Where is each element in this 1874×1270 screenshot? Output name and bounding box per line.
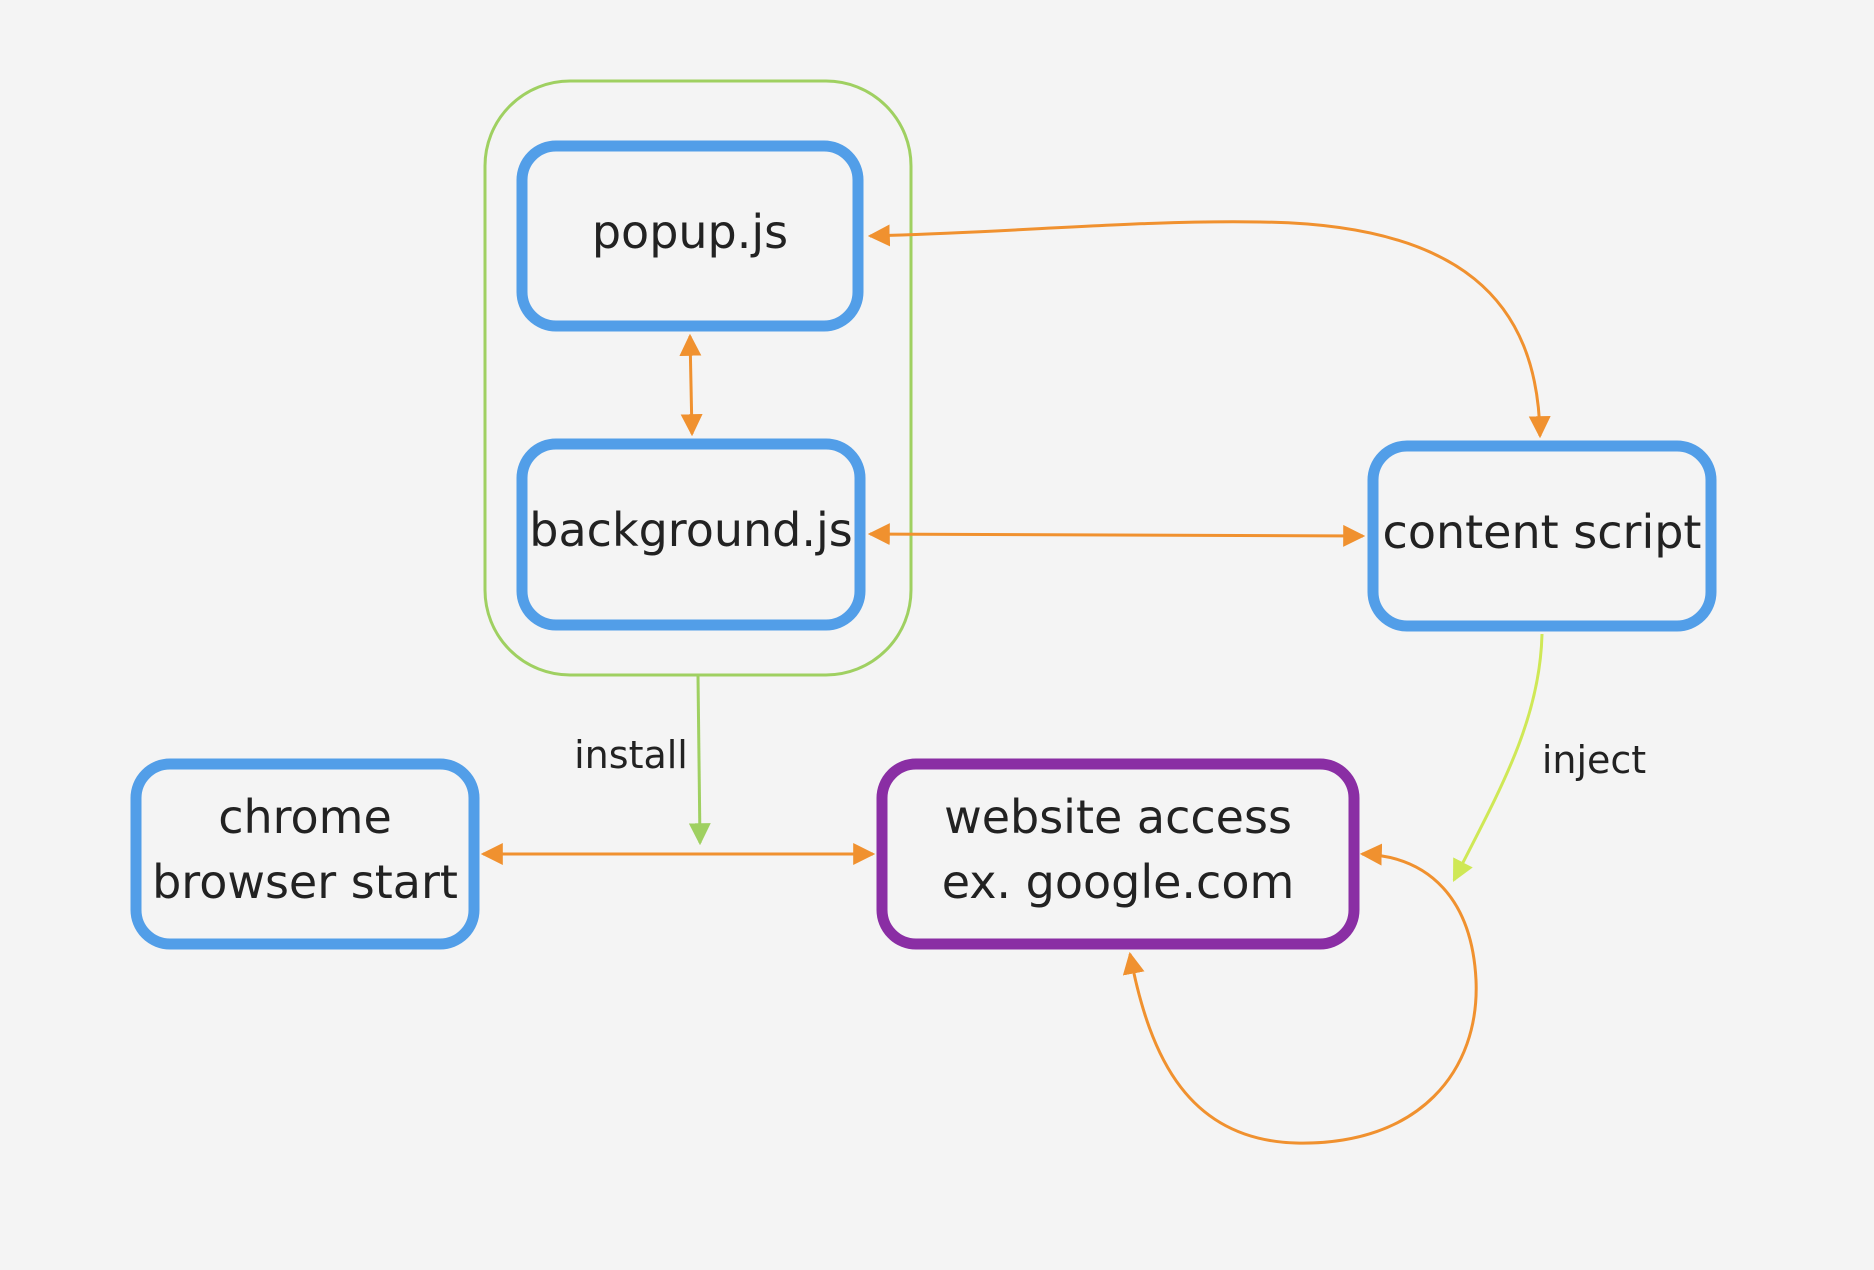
edge-popup-background [679, 333, 703, 437]
node-popup-js[interactable] [516, 140, 864, 332]
edge-install-label: install [574, 733, 688, 777]
edge-background-content-script [867, 523, 1366, 547]
edge-inject [1452, 633, 1544, 882]
node-chrome-browser-start[interactable] [130, 758, 480, 950]
node-chrome-label-line2: browser start [152, 855, 458, 909]
edge-popup-content-script [867, 220, 1551, 439]
node-chrome-label-line1: chrome [218, 790, 392, 844]
node-background-js[interactable] [516, 438, 866, 631]
edge-website-self-loop [1122, 843, 1478, 1145]
edge-install [688, 675, 711, 846]
edge-inject-label: inject [1542, 738, 1646, 782]
node-content-script[interactable] [1367, 440, 1717, 632]
node-website-access[interactable] [876, 758, 1360, 950]
node-website-label-line2: ex. google.com [942, 855, 1295, 909]
node-content-script-label: content script [1383, 505, 1702, 559]
node-background-js-label: background.js [529, 503, 852, 557]
node-popup-js-label: popup.js [592, 205, 788, 259]
node-website-label-line1: website access [944, 790, 1292, 844]
